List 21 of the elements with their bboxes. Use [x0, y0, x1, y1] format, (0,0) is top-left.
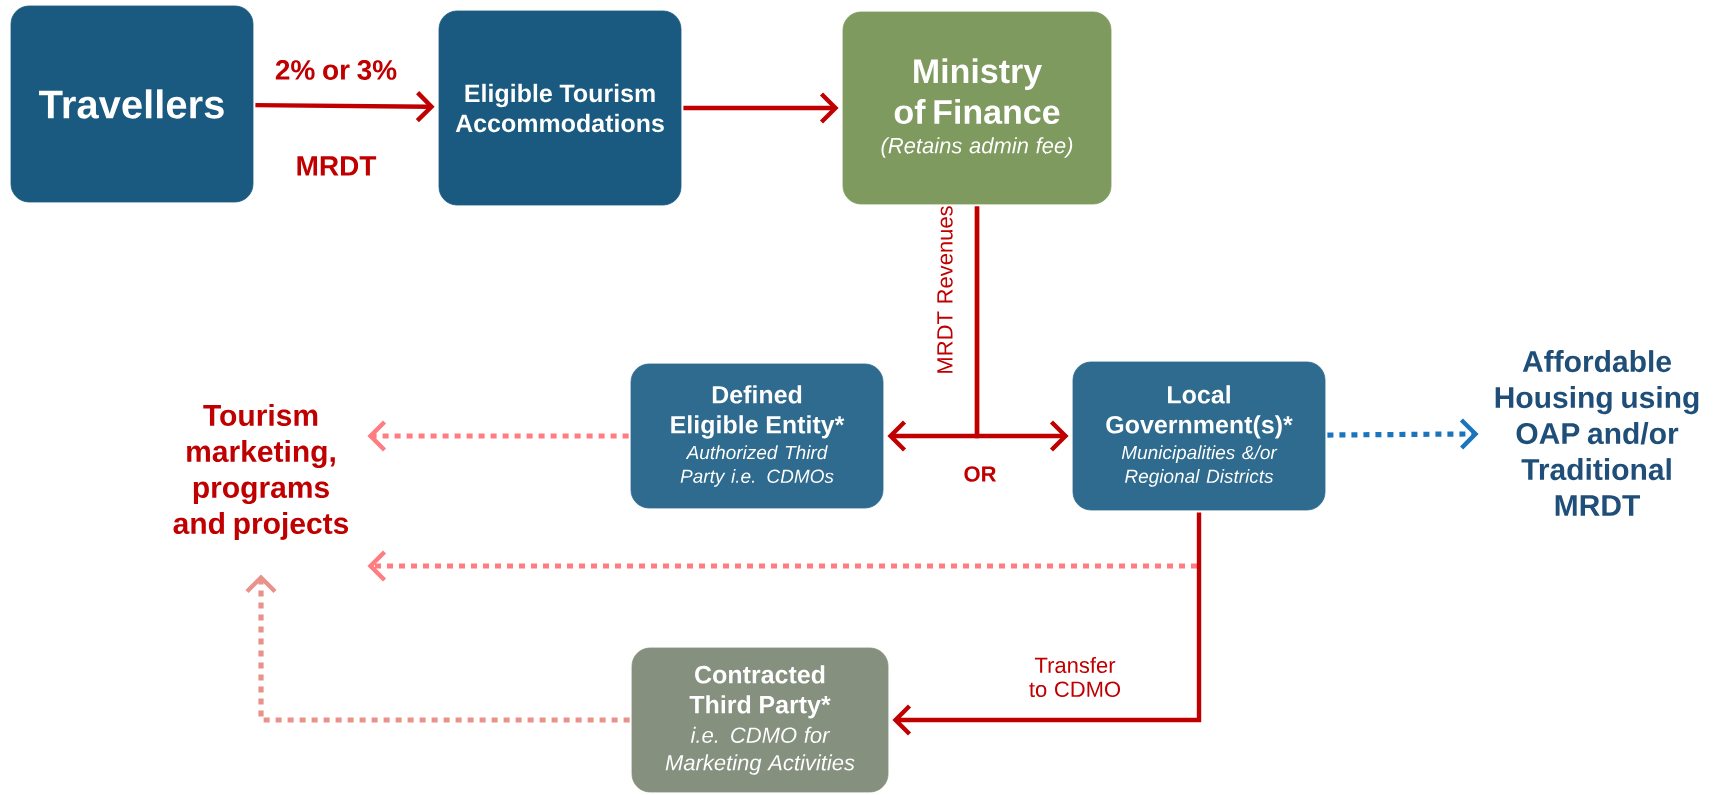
process-box: Eligible Tourism Accommodations [438, 10, 682, 206]
arrow [367, 420, 629, 452]
annotation-text: OR [964, 466, 997, 482]
arrow [367, 550, 1197, 582]
process-box: Travellers [10, 5, 254, 203]
arrow [974, 206, 1069, 452]
outcome-text: Tourism marketing, programs and projects [173, 404, 349, 540]
edge-label: Transfer to CDMO [1029, 656, 1121, 698]
annotation-text: MRDT [297, 156, 377, 176]
arrow [892, 512, 1202, 736]
outcome-text: Affordable Housing using OAP and/or Traditional MRDT [1495, 350, 1699, 516]
arrow [1327, 418, 1479, 450]
edge-label: 2% or 3% [275, 60, 397, 80]
arrow [245, 574, 630, 723]
process-box: Ministry of Finance (Retains admin fee) [842, 11, 1112, 205]
arrow [683, 92, 839, 124]
edge-label: MRDT Revenues [937, 206, 953, 373]
arrow [255, 91, 435, 123]
process-box: Local Government(s)* Municipalities &/or Regional Districts [1072, 361, 1326, 511]
process-box: Contracted Third Party* i.e. CDMO for Marketing Activities [631, 647, 889, 793]
process-box: Defined Eligible Entity* Authorized Third Party i.e. CDMOs [630, 363, 884, 509]
